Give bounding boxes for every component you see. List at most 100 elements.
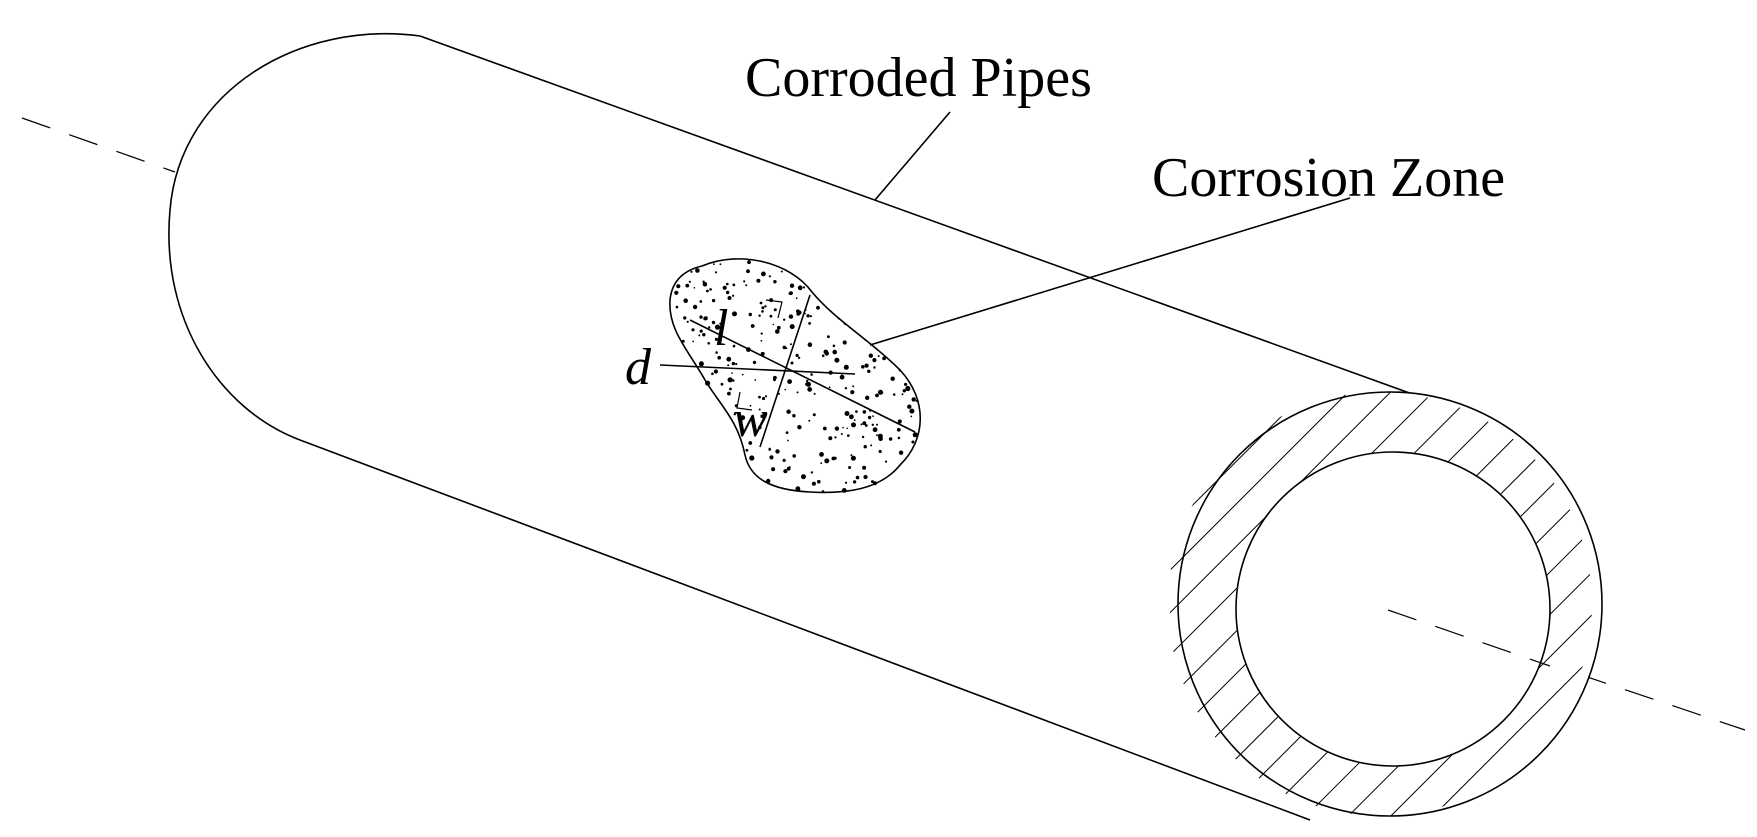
corrosion-speckle — [702, 282, 708, 287]
corrosion-speckle — [698, 334, 701, 337]
corrosion-zone — [669, 258, 921, 494]
corrosion-speckle — [731, 372, 733, 374]
corrosion-speckle — [796, 391, 799, 394]
corrosion-speckle — [901, 393, 904, 396]
corrosion-speckle — [695, 268, 700, 273]
corrosion-speckle — [834, 426, 840, 431]
corrosion-speckle — [905, 385, 911, 392]
corrosion-speckle — [898, 450, 904, 455]
corrosion-speckle — [797, 425, 802, 430]
corrosion-speckle — [764, 395, 768, 398]
corrosion-speckle — [870, 444, 873, 447]
corrosion-speckle — [884, 460, 888, 463]
pipe-label: Corroded Pipes — [745, 47, 1092, 109]
corrosion-speckle — [839, 374, 845, 380]
corrosion-speckle — [808, 419, 811, 422]
corrosion-speckle — [732, 294, 735, 297]
corrosion-speckle — [726, 282, 729, 286]
corrosion-speckle — [743, 280, 746, 283]
corrosion-speckle — [772, 323, 775, 326]
corrosion-speckle — [769, 314, 773, 318]
corrosion-speckle — [807, 342, 813, 348]
corrosion-speckle — [711, 320, 716, 325]
corrosion-speckle — [847, 434, 850, 437]
corrosion-speckle — [785, 347, 788, 350]
corrosion-speckle — [688, 280, 691, 283]
corrosion-speckle — [769, 455, 774, 460]
corrosion-speckle — [912, 432, 918, 438]
corrosion-speckle — [720, 382, 724, 386]
corrosion-zone-label: Corrosion Zone — [1152, 147, 1505, 209]
corrosion-speckle — [758, 314, 761, 317]
corrosion-speckle — [806, 314, 810, 318]
corrosion-speckle — [888, 437, 893, 441]
corrosion-speckle — [731, 379, 735, 382]
corrosion-speckle — [719, 263, 722, 266]
corrosion-speckle — [844, 481, 848, 484]
corrosion-speckle — [761, 271, 766, 277]
corrosion-speckle — [731, 361, 736, 366]
corrosion-speckle — [740, 415, 746, 421]
corrosion-speckle — [733, 413, 736, 416]
corrosion-speckle — [842, 340, 847, 345]
corrosion-speckle — [698, 361, 704, 367]
corrosion-speckle — [801, 474, 806, 480]
corrosion-speckle — [788, 314, 794, 319]
corrosion-speckle — [758, 425, 762, 430]
corrosion-speckle — [831, 456, 836, 461]
corrosion-speckle — [776, 325, 781, 330]
corrosion-speckle — [817, 479, 821, 484]
corrosion-speckle — [760, 414, 764, 419]
corrosion-speckle — [863, 474, 868, 480]
corrosion-speckle — [915, 399, 918, 402]
corrosion-speckle — [850, 454, 853, 457]
corrosion-speckle — [862, 410, 867, 414]
corrosion-speckle — [862, 465, 867, 470]
corrosion-speckle — [876, 434, 878, 437]
corrosion-speckle — [855, 410, 858, 413]
corrosion-speckle — [877, 355, 880, 357]
corrosion-speckle — [692, 340, 695, 343]
corrosion-speckle — [761, 306, 765, 310]
corrosion-speckle — [790, 361, 794, 365]
corrosion-speckle — [705, 380, 711, 386]
corrosion-speckle — [892, 393, 896, 396]
corrosion-speckle — [824, 458, 830, 464]
corrosion-speckle — [871, 423, 874, 426]
corrosion-speckle — [822, 426, 827, 431]
corrosion-speckle — [808, 322, 811, 325]
corrosion-speckle — [821, 354, 825, 358]
corrosion-speckle — [788, 466, 791, 469]
corrosion-speckle — [756, 278, 761, 283]
corrosion-speckle — [714, 271, 718, 274]
corrosion-speckle — [727, 377, 733, 383]
length-label: l — [714, 300, 728, 357]
corrosion-speckle — [904, 382, 908, 386]
corrosion-speckle — [834, 436, 837, 439]
corrosion-speckle — [692, 304, 698, 310]
corrosion-speckle — [773, 308, 777, 312]
corrosion-speckle — [748, 441, 753, 445]
corrosion-speckle — [890, 376, 895, 381]
corrosion-speckle — [674, 290, 679, 295]
corrosion-speckle — [727, 296, 732, 300]
corrosion-speckle — [675, 305, 679, 309]
corrosion-speckle — [864, 363, 869, 368]
corrosion-speckle — [747, 260, 751, 265]
corrosion-speckle — [832, 349, 837, 355]
corrosion-speckle — [754, 379, 757, 381]
corrosion-speckle — [828, 436, 833, 441]
corrosion-speckle — [789, 343, 792, 346]
corrosion-speckle — [703, 316, 707, 321]
corrosion-speckle — [748, 312, 752, 317]
corrosion-speckle — [862, 421, 867, 426]
corrosion-speckle — [719, 322, 722, 325]
corrosion-speckle — [708, 326, 711, 329]
corrosion-speckle — [807, 387, 813, 392]
depth-label: d — [625, 339, 652, 396]
corrosion-speckle — [872, 481, 877, 486]
corrosion-speckle — [749, 404, 752, 407]
corrosion-speckle — [785, 431, 789, 434]
corrosion-speckle — [758, 408, 761, 411]
corrosion-speckle — [749, 455, 755, 461]
